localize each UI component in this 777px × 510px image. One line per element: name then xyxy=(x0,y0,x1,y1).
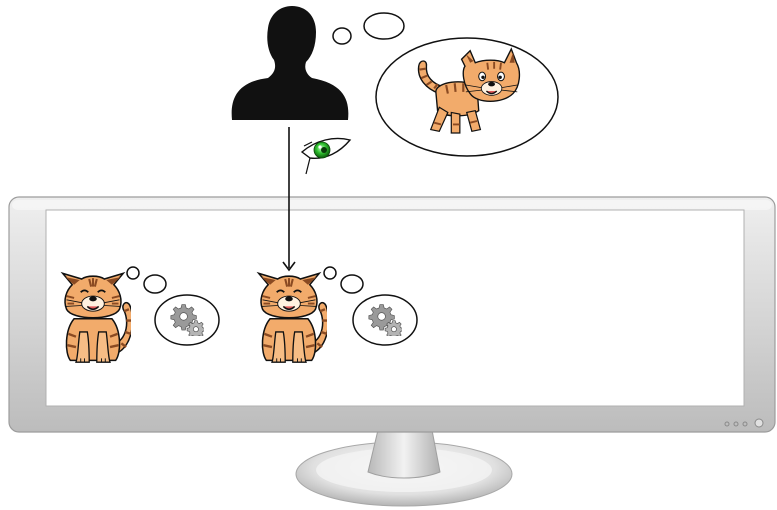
thought-dot-small xyxy=(333,28,351,44)
thought-dot-medium xyxy=(364,13,404,39)
green-eye-icon xyxy=(302,139,350,175)
person-silhouette-icon xyxy=(232,6,349,120)
thought-dot-medium xyxy=(144,275,166,293)
power-button xyxy=(755,419,763,427)
computer-monitor-icon xyxy=(9,197,775,506)
thought-dot-small xyxy=(324,267,336,279)
thought-dot-small xyxy=(127,267,139,279)
monitor-stand-neck xyxy=(368,430,440,478)
thought-dot-medium xyxy=(341,275,363,293)
observer-thought xyxy=(333,13,558,156)
